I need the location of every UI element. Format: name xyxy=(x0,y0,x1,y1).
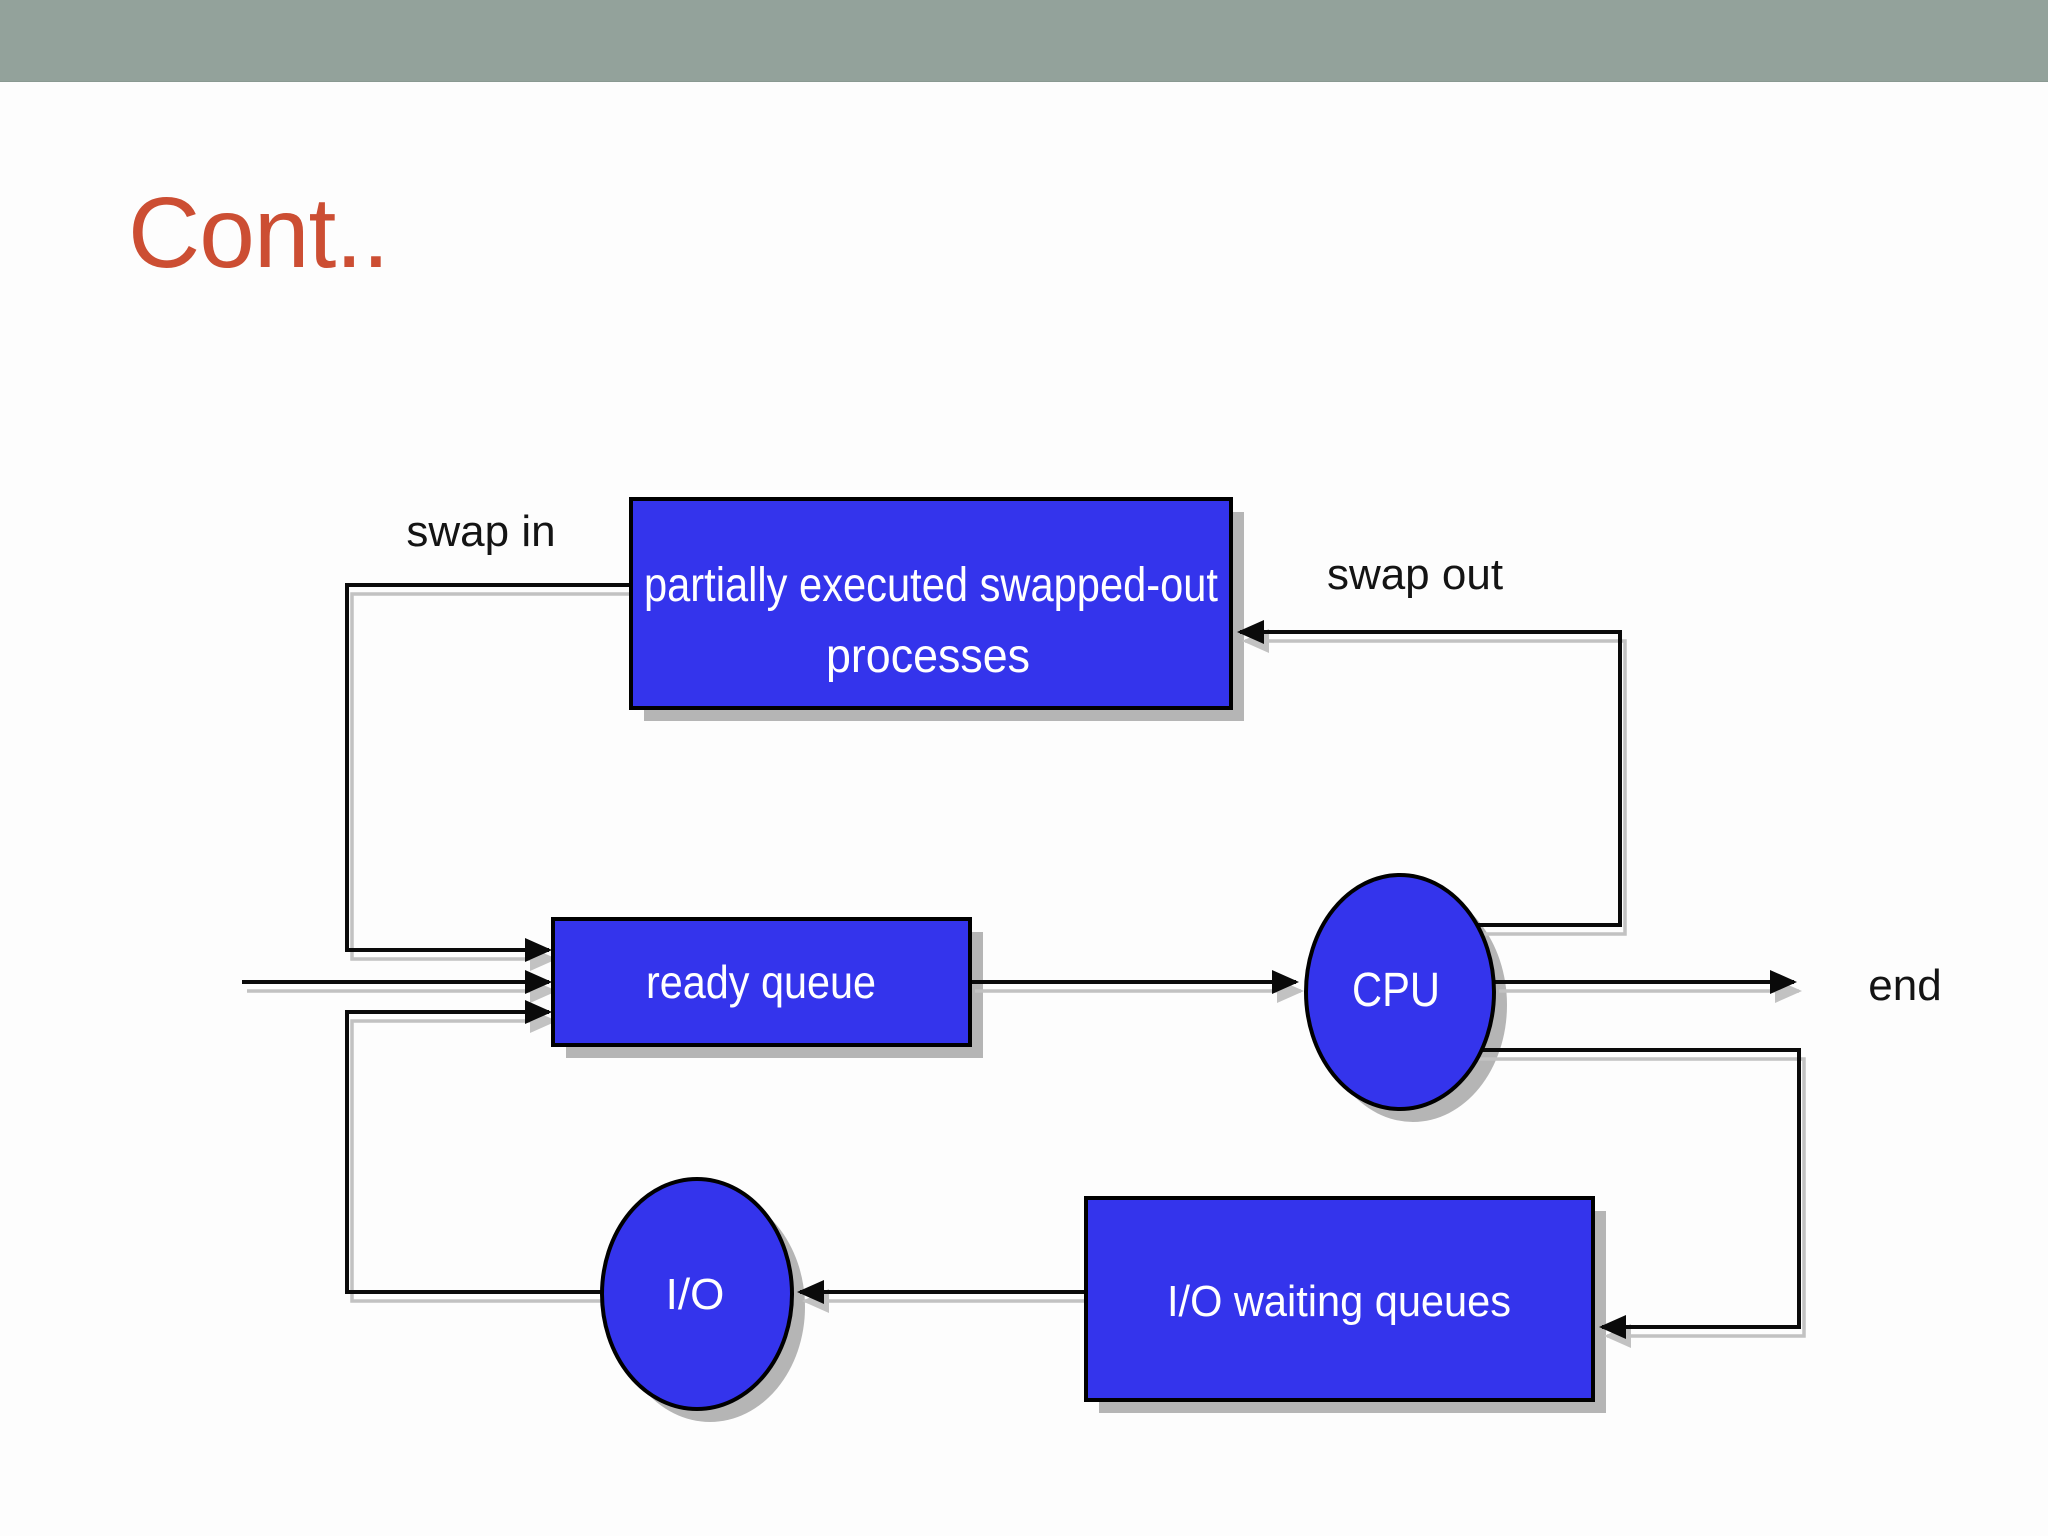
node-io: I/O xyxy=(600,1177,794,1411)
node-swapped-out-processes: partially executed swapped-out processes xyxy=(629,497,1233,710)
io-ellipse xyxy=(600,1177,794,1411)
ready-queue-label: ready queue xyxy=(646,956,876,1008)
edge-layer xyxy=(242,583,1801,1339)
swapped-box xyxy=(629,497,1233,710)
swapped-box-label-line2: processes xyxy=(826,630,1030,683)
ready-queue-box xyxy=(551,917,972,1047)
end-label: end xyxy=(1868,961,1941,1010)
node-layer: partially executed swapped-out processes… xyxy=(551,497,1595,1411)
slide-title: Cont.. xyxy=(128,177,390,289)
cpu-label: CPU xyxy=(1352,964,1440,1017)
node-cpu: CPU xyxy=(1304,873,1496,1111)
swapped-box-label-line1: partially executed swapped-out xyxy=(644,559,1218,612)
top-accent-bar xyxy=(0,0,2048,82)
node-ready-queue: ready queue xyxy=(551,917,972,1047)
swap-in-label: swap in xyxy=(406,507,555,556)
node-io-waiting-queues: I/O waiting queues xyxy=(1084,1196,1595,1402)
io-queues-box xyxy=(1084,1196,1595,1402)
cpu-to-io-queues-edge xyxy=(1466,1048,1801,1339)
io-return-edge-shadow xyxy=(350,1009,607,1303)
cpu-ellipse xyxy=(1304,873,1496,1111)
io-label: I/O xyxy=(666,1270,725,1319)
cpu-to-io-queues-edge-shadow xyxy=(1471,1057,1806,1348)
io-return-edge xyxy=(345,1000,602,1294)
swap-in-edge xyxy=(345,583,631,962)
io-queues-label: I/O waiting queues xyxy=(1167,1277,1511,1326)
edge-label-layer: swap in swap out end xyxy=(406,507,1941,1010)
swap-in-edge-shadow xyxy=(350,592,636,971)
swap-out-edge xyxy=(1237,620,1622,927)
swap-out-label: swap out xyxy=(1327,550,1503,599)
edge-shadow-layer xyxy=(247,592,1806,1348)
swap-out-edge-shadow xyxy=(1242,629,1627,936)
